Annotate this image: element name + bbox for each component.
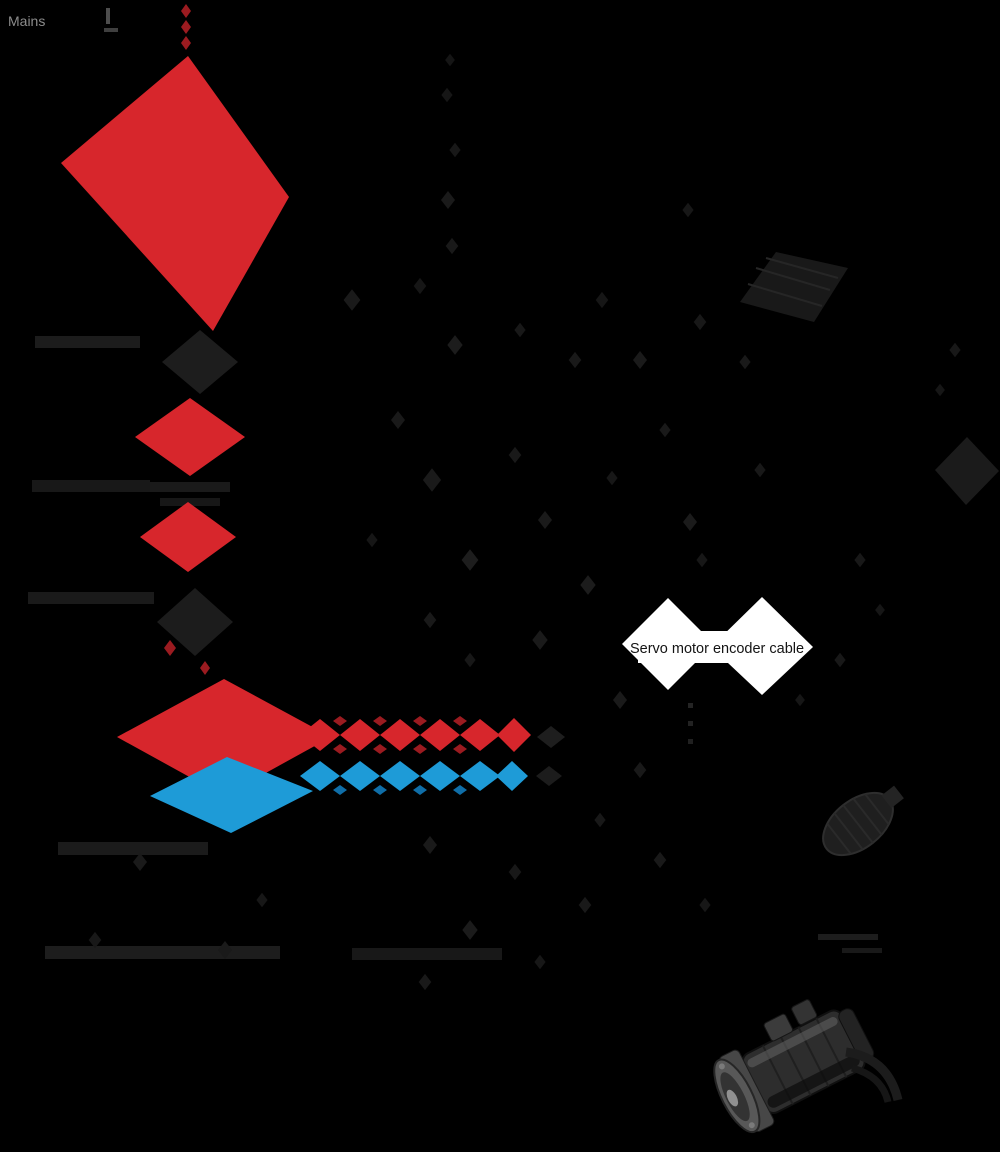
terminal-row-red [300, 716, 565, 754]
connector-tail [881, 785, 904, 809]
blue-terminal-end [496, 761, 528, 791]
supply-dot [181, 20, 191, 34]
connector-faint [822, 785, 904, 857]
motor-shaft [726, 1089, 739, 1107]
faint-label-line [160, 498, 220, 506]
red-terminal-dot [333, 716, 347, 726]
faint-component-block [162, 330, 238, 394]
red-terminal-dot [453, 716, 467, 726]
motor-connector [763, 1013, 794, 1042]
faint-label-line [45, 946, 280, 959]
mains-label-group: Mains [8, 8, 118, 32]
red-terminal-dot [413, 716, 427, 726]
connector-ribs [826, 793, 890, 855]
faint-label-line [842, 948, 882, 953]
motor-body-ribs [761, 1017, 848, 1105]
motor-cable [845, 1047, 903, 1102]
servo-motor-photo [713, 999, 875, 1134]
supply-dot [181, 4, 191, 18]
faint-label-line [28, 592, 154, 604]
red-terminal-diamond [300, 719, 340, 751]
blue-terminal-dot [453, 785, 467, 795]
red-terminal-diamond [460, 719, 500, 751]
blue-terminal-diamond [340, 761, 380, 791]
red-terminal-dot [413, 744, 427, 754]
contactor-red-speck [200, 661, 210, 675]
contactor-body [157, 588, 233, 656]
red-terminal-diamond [340, 719, 380, 751]
supply-symbol [106, 8, 110, 24]
terminal-row-blue [300, 761, 562, 795]
faint-label-rows [28, 336, 882, 960]
red-terminal-dot [373, 716, 387, 726]
faint-label-line [32, 480, 150, 492]
faint-label-line [58, 842, 208, 855]
motor-body-shade [767, 1054, 860, 1108]
encoder-cable-callout: Servo motor encoder cable [622, 597, 813, 744]
blue-terminal-diamond [380, 761, 420, 791]
faint-label-line [352, 948, 502, 960]
red-terminal-diamond [420, 719, 460, 751]
motor-connector [791, 999, 818, 1026]
mains-label: Mains [8, 13, 45, 29]
motor-cable [850, 1064, 892, 1103]
filter-red-diamond-1 [135, 398, 245, 476]
callout-lead-dot [688, 703, 693, 708]
red-terminal-dot [453, 744, 467, 754]
blue-terminal-fade [536, 766, 562, 786]
supply-dot [181, 36, 191, 50]
right-faint-block-mid [935, 437, 999, 505]
right-faint-block-top [740, 252, 848, 322]
breaker-red-diamond [61, 56, 289, 331]
contactor-faint-block [157, 588, 233, 675]
encoder-cable-label: Servo motor encoder cable [630, 641, 804, 657]
callout-band [638, 631, 790, 663]
drive-blue-diamond [150, 757, 313, 833]
callout-lead-dot [688, 721, 693, 726]
faint-hatch-lines [747, 257, 839, 307]
filter-red-diamond-2 [140, 502, 236, 572]
red-terminal-end [497, 718, 531, 752]
supply-symbol [104, 28, 118, 32]
motor-bolt [718, 1063, 725, 1070]
blue-terminal-diamond [420, 761, 460, 791]
blue-terminal-diamond [460, 761, 500, 791]
blue-terminal-dot [333, 785, 347, 795]
red-terminal-diamond [380, 719, 420, 751]
faint-label-line [35, 336, 140, 348]
motor-body-highlight [747, 1017, 838, 1068]
supply-dotted-line [181, 4, 191, 50]
faint-hatch-block [740, 252, 848, 322]
contactor-red-speck [164, 640, 176, 656]
faint-label-line [818, 934, 878, 940]
callout-lead-dot [688, 739, 693, 744]
faint-label-line [150, 482, 230, 492]
blue-terminal-dot [373, 785, 387, 795]
red-terminal-dot [333, 744, 347, 754]
motor-bolt [748, 1122, 755, 1129]
blue-terminal-diamond [300, 761, 340, 791]
drive-red-diamond [117, 679, 331, 796]
red-terminal-fade [537, 726, 565, 748]
blue-terminal-dot [413, 785, 427, 795]
red-terminal-dot [373, 744, 387, 754]
